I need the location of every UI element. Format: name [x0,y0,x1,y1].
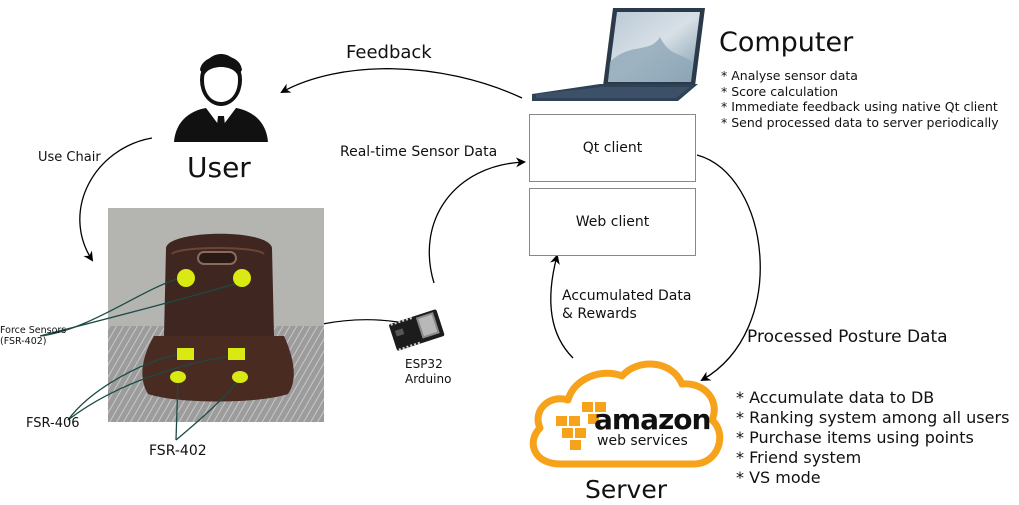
server-feature-item: * Accumulate data to DB [736,388,935,407]
qt-client-label: Qt client [582,140,643,156]
computer-task-item: * Analyse sensor data [721,68,858,83]
force-sensors-label: Force Sensors (FSR-402) [0,325,66,348]
fsr402-sensor-dot [232,371,248,383]
server-feature-item: * Purchase items using points [736,428,974,447]
feedback-label: Feedback [346,42,432,63]
server-feature-item: * VS mode [736,468,821,487]
server-feature-item: * Friend system [736,448,862,467]
aws-cloud-logo [529,360,724,468]
fsr406-sensor-pad [177,348,194,360]
esp32-line-1: ESP32 [405,357,443,371]
server-feature-list: * Accumulate data to DB * Ranking system… [736,388,1009,488]
esp32-board-icon [389,309,445,351]
accumulated-data-label: Accumulated Data & Rewards [562,288,691,323]
fsr402-sensor-dot [233,269,251,287]
fsr402-label: FSR-402 [149,443,207,459]
fsr406-label: FSR-406 [26,416,80,431]
chair-photo [108,208,324,422]
fsr406-sensor-pad [228,348,245,360]
fsr402-sensor-dot [170,371,186,383]
sensor-data-arrow [428,157,526,284]
laptop-icon [532,8,705,101]
accumulated-data-arrow [550,254,574,359]
server-title: Server [585,475,667,504]
aws-wordmark: amazon [594,403,711,436]
realtime-data-label: Real-time Sensor Data [340,144,498,160]
force-sensors-line-2: (FSR-402) [0,336,47,348]
computer-task-item: * Score calculation [721,83,839,99]
user-icon [174,54,268,142]
force-sensors-line-1: Force Sensors [0,325,67,336]
processed-data-label: Processed Posture Data [747,327,948,347]
computer-task-item: * Immediate feedback using native Qt cli… [721,99,998,115]
aws-subtitle: web services [597,433,688,449]
server-feature-item: * Ranking system among all users [736,408,1010,427]
accumulated-line-1: Accumulated Data [562,288,692,304]
qt-client-box: Qt client [529,114,696,182]
aws-boxes-icon [556,402,606,450]
use-chair-arrow [79,137,153,262]
computer-task-item: * Send processed data to server periodic… [721,114,999,130]
accumulated-line-2: & Rewards [562,305,637,322]
web-client-box: Web client [529,188,696,256]
use-chair-label: Use Chair [38,150,101,165]
processed-data-arrow [696,154,761,381]
fsr402-sensor-dot [177,269,195,287]
user-title: User [187,151,251,184]
esp32-label: ESP32 Arduino [405,357,451,387]
computer-title: Computer [719,27,854,58]
esp32-line-2: Arduino [405,372,452,386]
feedback-arrow [280,68,523,99]
web-client-label: Web client [575,214,650,230]
computer-task-list: * Analyse sensor data * Score calculatio… [721,68,999,131]
